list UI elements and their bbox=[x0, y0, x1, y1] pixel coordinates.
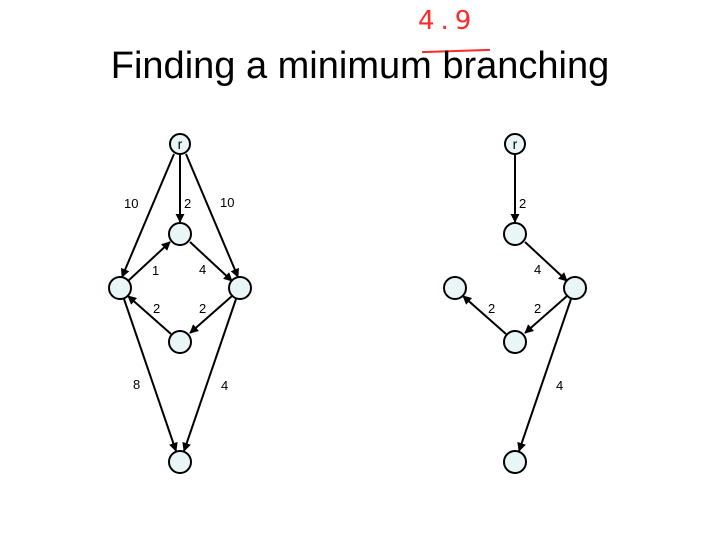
edge-label: 10 bbox=[220, 195, 234, 210]
edge-left-to-sink bbox=[123, 298, 178, 452]
edge-left-to-top bbox=[127, 241, 171, 282]
edge-right-to-bottom bbox=[524, 295, 568, 334]
edge-label: 2 bbox=[488, 301, 495, 316]
node-top bbox=[503, 222, 527, 246]
edge-bottom-to-left bbox=[127, 295, 172, 335]
edge-label: 1 bbox=[152, 263, 159, 278]
node-sink bbox=[503, 450, 527, 474]
node-left bbox=[443, 276, 467, 300]
root-label: r bbox=[178, 136, 183, 152]
edge-right-to-sink bbox=[182, 298, 237, 452]
right-graph: r 2 4 2 2 4 bbox=[443, 133, 587, 474]
root-label: r bbox=[513, 136, 518, 152]
edge-label: 2 bbox=[519, 196, 526, 211]
edge-right-to-sink bbox=[517, 298, 572, 452]
edge-label: 2 bbox=[534, 301, 541, 316]
node-right bbox=[228, 276, 252, 300]
edge-label: 2 bbox=[184, 196, 191, 211]
node-bottom bbox=[168, 330, 192, 354]
left-graph: r 10 2 10 1 4 2 2 8 4 bbox=[108, 133, 252, 474]
node-top bbox=[168, 222, 192, 246]
node-root bbox=[504, 133, 526, 155]
edge-label: 2 bbox=[153, 301, 160, 316]
edge-label: 10 bbox=[124, 196, 138, 211]
handwritten-annotation: 4.9 bbox=[418, 6, 478, 36]
edge-label: 4 bbox=[221, 378, 228, 393]
node-right bbox=[563, 276, 587, 300]
edge-label: 8 bbox=[133, 377, 140, 392]
node-root bbox=[169, 133, 191, 155]
edge-label: 4 bbox=[556, 378, 563, 393]
slide-title: Finding a minimum branching bbox=[110, 45, 610, 87]
edge-label: 2 bbox=[199, 301, 206, 316]
edge-bottom-to-left bbox=[462, 295, 507, 335]
edge-top-to-right bbox=[189, 241, 233, 282]
edge-r-to-left bbox=[121, 153, 175, 278]
edge-right-to-bottom bbox=[189, 295, 233, 334]
node-sink bbox=[168, 450, 192, 474]
edge-r-to-right bbox=[185, 153, 239, 278]
edge-top-to-right bbox=[524, 241, 568, 282]
node-left bbox=[108, 276, 132, 300]
node-bottom bbox=[503, 330, 527, 354]
edge-label: 4 bbox=[534, 262, 541, 277]
edge-label: 4 bbox=[199, 262, 206, 277]
